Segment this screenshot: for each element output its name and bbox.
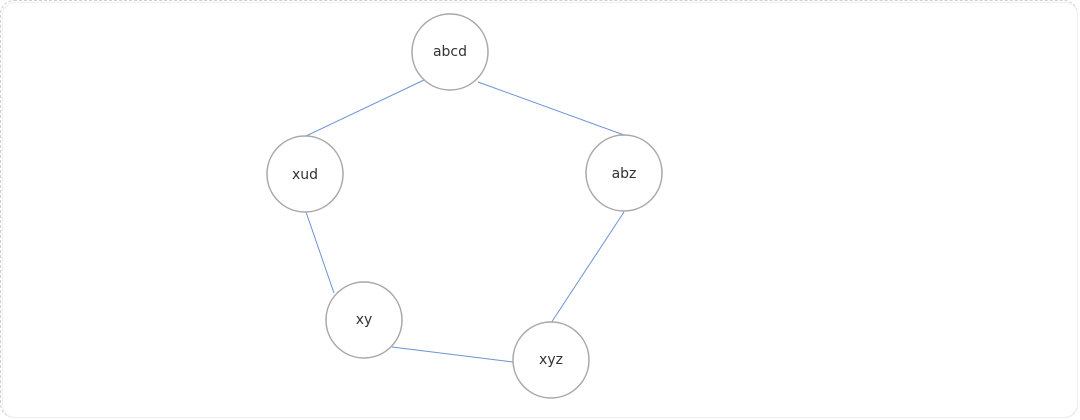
- node-xy-circle: [325, 281, 403, 359]
- edge-abcd-abz: [477, 81, 625, 136]
- edge-xy-xyz: [391, 346, 514, 363]
- edge-abcd-xud: [305, 79, 425, 137]
- node-abz-label: abz: [612, 166, 637, 182]
- node-abcd-circle: [411, 13, 489, 91]
- node-xy-label: xy: [356, 312, 373, 328]
- node-xud-circle: [266, 135, 344, 213]
- node-xyz[interactable]: xyz: [512, 321, 590, 399]
- node-xy[interactable]: xy: [325, 281, 403, 359]
- node-xud[interactable]: xud: [266, 135, 344, 213]
- node-xud-label: xud: [292, 167, 318, 183]
- node-abcd[interactable]: abcd: [411, 13, 489, 91]
- edge-xud-xy: [305, 211, 335, 294]
- node-abz-circle: [585, 134, 663, 212]
- node-xyz-circle: [512, 321, 590, 399]
- node-abz[interactable]: abz: [585, 134, 663, 212]
- node-abcd-label: abcd: [433, 44, 467, 60]
- edge-abz-xyz: [550, 211, 625, 324]
- node-xyz-label: xyz: [539, 352, 563, 368]
